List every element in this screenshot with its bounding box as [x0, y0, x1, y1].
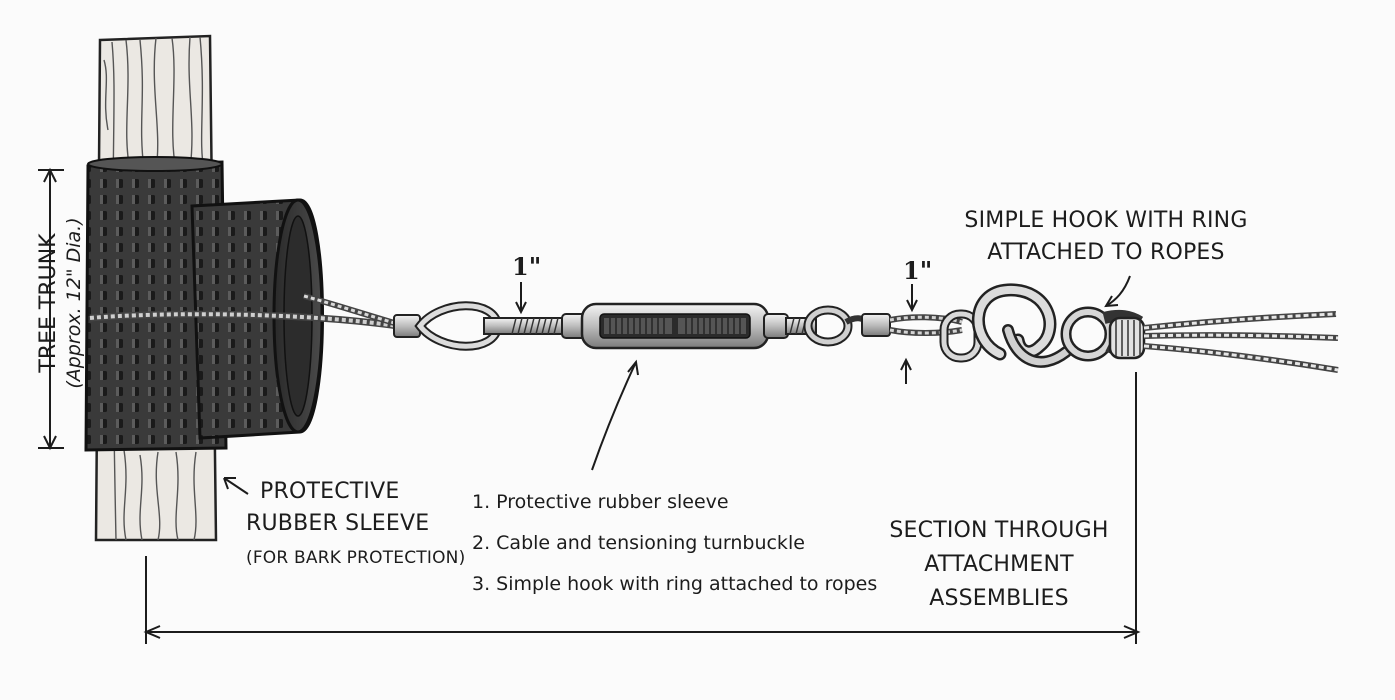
ferrule-right — [861, 313, 891, 337]
tree-trunk-label-line2: (Approx. 12" Dia.) — [63, 217, 85, 389]
dimension-label-left: 1" — [512, 252, 542, 281]
sleeve-label-line1: PROTECTIVE — [260, 479, 400, 504]
rope-ring — [1060, 306, 1116, 362]
hook-label-line1: SIMPLE HOOK WITH RING — [964, 208, 1248, 233]
tree-trunk-label-line1: TREE TRUNK — [36, 233, 61, 373]
dimension-lines — [38, 167, 1141, 644]
list-item: 2. Cable and tensioning turnbuckle — [472, 532, 805, 554]
section-label-line2: ATTACHMENT — [924, 552, 1074, 577]
ropes — [1102, 309, 1339, 373]
list-item: 1. Protective rubber sleeve — [472, 491, 729, 513]
hook-label-line2: ATTACHED TO ROPES — [987, 240, 1225, 265]
steel-cable — [89, 293, 399, 330]
dimension-label-right: 1" — [903, 256, 933, 285]
section-label-line3: ASSEMBLIES — [929, 586, 1069, 611]
rubber-sleeve — [84, 156, 324, 452]
sleeve-label-line3: (FOR BARK PROTECTION) — [246, 548, 466, 568]
threaded-rod-left — [483, 317, 569, 335]
tree-trunk-label: TREE TRUNK (Approx. 12" Dia.) — [36, 217, 86, 388]
turnbuckle-body — [561, 302, 789, 350]
section-label-line1: SECTION THROUGH — [889, 518, 1109, 543]
s-hook — [971, 283, 1072, 368]
cable-to-hook — [889, 314, 963, 336]
component-list: 1. Protective rubber sleeve 2. Cable and… — [472, 482, 877, 605]
list-item: 3. Simple hook with ring attached to rop… — [472, 573, 878, 595]
sleeve-label-line2: RUBBER SLEEVE — [246, 511, 430, 536]
